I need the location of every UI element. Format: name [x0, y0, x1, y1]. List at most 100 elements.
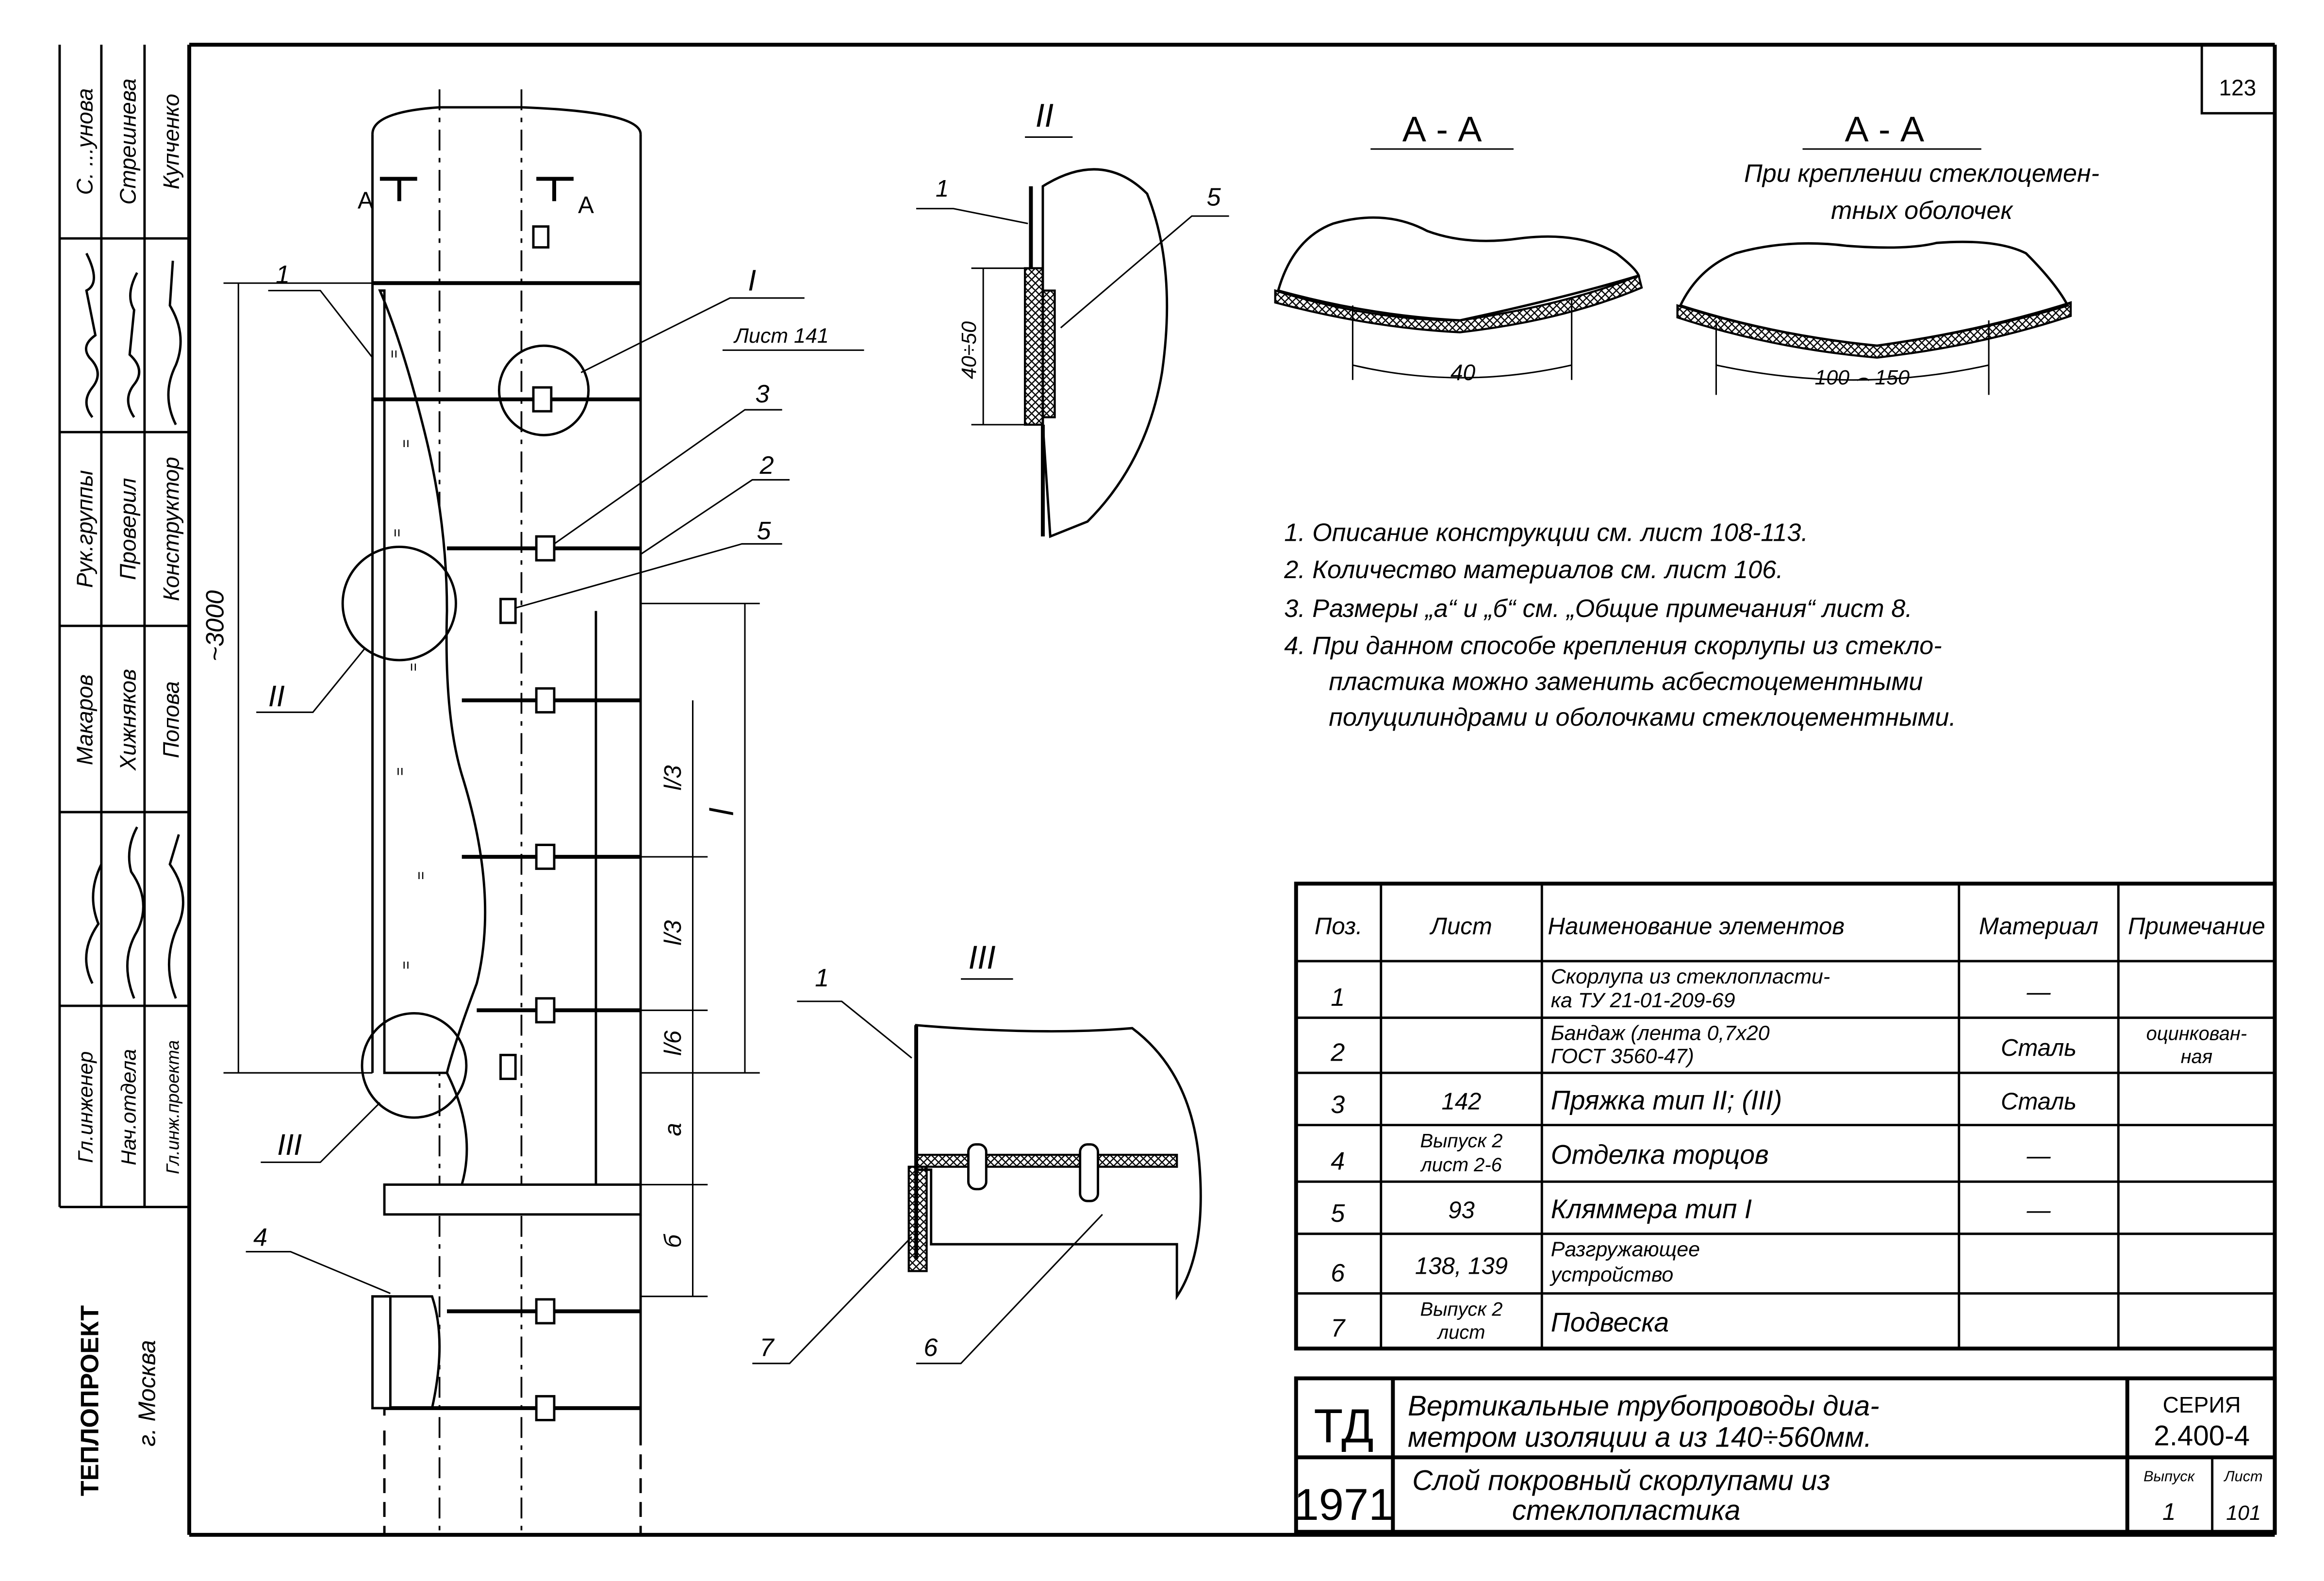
pos-label: 2: [759, 451, 774, 480]
sheet-number: 123: [2219, 75, 2256, 100]
detail-iii-circle: [361, 1012, 468, 1119]
doc-title: метром изоляции а из 140÷560мм.: [1408, 1422, 1872, 1453]
note-line: 3. Размеры „а“ и „б“ см. „Общие примечан…: [1284, 595, 1912, 623]
table-cell-material: —: [2026, 1198, 2051, 1224]
pos-label: 7: [760, 1333, 775, 1362]
table-cell-material: —: [2026, 979, 2051, 1005]
approval-stamp: С. ...унова Стрешнева Купченко Рук.групп…: [58, 45, 189, 1496]
table-cell-pos: 1: [1331, 983, 1345, 1012]
table-cell-sheet: 138, 139: [1415, 1253, 1508, 1280]
table-cell-name: ГОСТ 3560-47): [1551, 1045, 1694, 1068]
section-subtitle: тных оболочек: [1831, 197, 2013, 225]
main-view-dimensions: ~3000 l l/3 l/3 l/6 a б: [201, 282, 760, 1298]
dim-l3: l/3: [660, 765, 686, 790]
table-cell-name: Кляммера тип I: [1551, 1194, 1752, 1224]
pos-label: 1: [815, 964, 829, 992]
table-cell-name: ка ТУ 21-01-209-69: [1551, 989, 1735, 1012]
stamp-name: Макаров: [72, 674, 97, 765]
section-dim: 40: [1450, 360, 1476, 385]
organization: ТЕПЛОПРОЕКТ: [76, 1305, 104, 1496]
section-mark-right: А: [578, 192, 594, 218]
table-cell-pos: 5: [1331, 1199, 1345, 1228]
table-cell-name: Пряжка тип II; (III): [1551, 1085, 1782, 1115]
table-cell-sheet: 93: [1448, 1198, 1475, 1224]
section-subtitle: При креплении стеклоцемен-: [1744, 160, 2099, 188]
series-value: 2.400-4: [2154, 1420, 2250, 1452]
detail-i-circle: [498, 344, 590, 436]
table-cell-name: Бандаж (лента 0,7х20: [1551, 1022, 1770, 1045]
title-block: ТД 1971 Вертикальные трубопроводы диа- м…: [1294, 1376, 2277, 1534]
sheet-frame: [187, 43, 2277, 1537]
table-cell-pos: 6: [1331, 1259, 1345, 1287]
table-header: Поз.: [1315, 914, 1363, 940]
table-header: Лист: [1429, 914, 1492, 940]
table-border: [1294, 882, 2277, 1351]
sheet-label: Лист: [2224, 1467, 2263, 1484]
detail-ii-label: II: [268, 680, 285, 713]
stamp-extra-name: С. ...унова: [72, 88, 97, 195]
table-cell-name: Скорлупа из стеклопласти-: [1551, 965, 1830, 988]
svg-text:ıı: ıı: [396, 763, 404, 778]
section-dim: 100 ⌢ 150: [1815, 366, 1910, 389]
dim-height: ~3000: [201, 590, 230, 662]
section-title: А - А: [1845, 109, 1924, 150]
main-view-labels: 1 I Лист 141 3 2 5 II III 4: [246, 261, 864, 1294]
detail-iii-label: III: [277, 1128, 302, 1162]
table-cell-sheet: лист: [1437, 1322, 1485, 1343]
table-cell-pos: 2: [1330, 1039, 1345, 1067]
table-cell-sheet: лист 2-6: [1420, 1154, 1502, 1176]
section-mark-left: А: [358, 188, 374, 214]
section-title: А - А: [1402, 109, 1482, 150]
svg-text:ıı: ıı: [390, 346, 397, 361]
pos-label: 5: [1207, 183, 1221, 212]
detail-ii-circle: [341, 546, 457, 662]
table-cell-note: оцинкован-: [2146, 1023, 2247, 1045]
city: г. Москва: [134, 1340, 160, 1447]
stamp-role: Гл.инж.проекта: [163, 1040, 182, 1174]
series-label: СЕРИЯ: [2163, 1392, 2241, 1417]
dim-l: l: [704, 808, 740, 816]
stamp-role: Проверил: [115, 478, 140, 580]
issue-value: 1: [2162, 1499, 2176, 1525]
sheet-value: 101: [2226, 1501, 2261, 1525]
sheet-number-box: 123: [2200, 45, 2275, 115]
note-line: пластика можно заменить асбестоцементным…: [1329, 667, 1923, 696]
svg-text:ıı: ıı: [410, 658, 417, 673]
stamp-name: Хижняков: [115, 669, 140, 771]
detail-iii: III 1 7 6: [752, 939, 1202, 1365]
table-cell-material: —: [2026, 1143, 2051, 1169]
detail-i-label: I: [748, 264, 756, 298]
table-header: Материал: [1979, 914, 2098, 940]
table-header: Примечание: [2128, 914, 2265, 940]
stamp-role: Рук.группы: [72, 470, 97, 588]
table-header: Наименование элементов: [1548, 914, 1845, 940]
doc-subtitle: стеклопластика: [1512, 1495, 1741, 1526]
table-cell-pos: 7: [1331, 1315, 1346, 1343]
section-a-a-right: А - А При креплении стеклоцемен- тных об…: [1676, 109, 2099, 395]
support-flange: [383, 1183, 642, 1216]
detail-i-ref: Лист 141: [733, 324, 828, 348]
table-cell-name: Разгружающее: [1551, 1238, 1700, 1261]
dim-a: a: [660, 1123, 686, 1136]
pos-label: 4: [253, 1223, 267, 1251]
svg-text:ıı: ıı: [394, 524, 401, 539]
dim-b: б: [660, 1233, 686, 1248]
table-cell-pos: 3: [1331, 1091, 1345, 1119]
note-line: 2. Количество материалов см. лист 106.: [1284, 556, 1783, 584]
section-a-a-left: А - А 40: [1274, 109, 1643, 385]
svg-text:ıı: ıı: [417, 867, 425, 882]
table-cell-note: ная: [2181, 1046, 2212, 1067]
dim-l3: l/3: [660, 920, 686, 946]
table-cell-sheet: Выпуск 2: [1420, 1131, 1503, 1152]
table-cell-pos: 4: [1331, 1148, 1345, 1176]
table-cell-name: устройство: [1549, 1263, 1674, 1286]
pos-label: 5: [757, 517, 772, 545]
stamp-role: Гл.инженер: [74, 1051, 97, 1163]
pos-label: 1: [936, 176, 949, 202]
detail-ii: II 1 5 40÷50: [916, 98, 1229, 538]
detail-ii-title: II: [1036, 98, 1054, 134]
pos-label: 1: [276, 261, 290, 289]
